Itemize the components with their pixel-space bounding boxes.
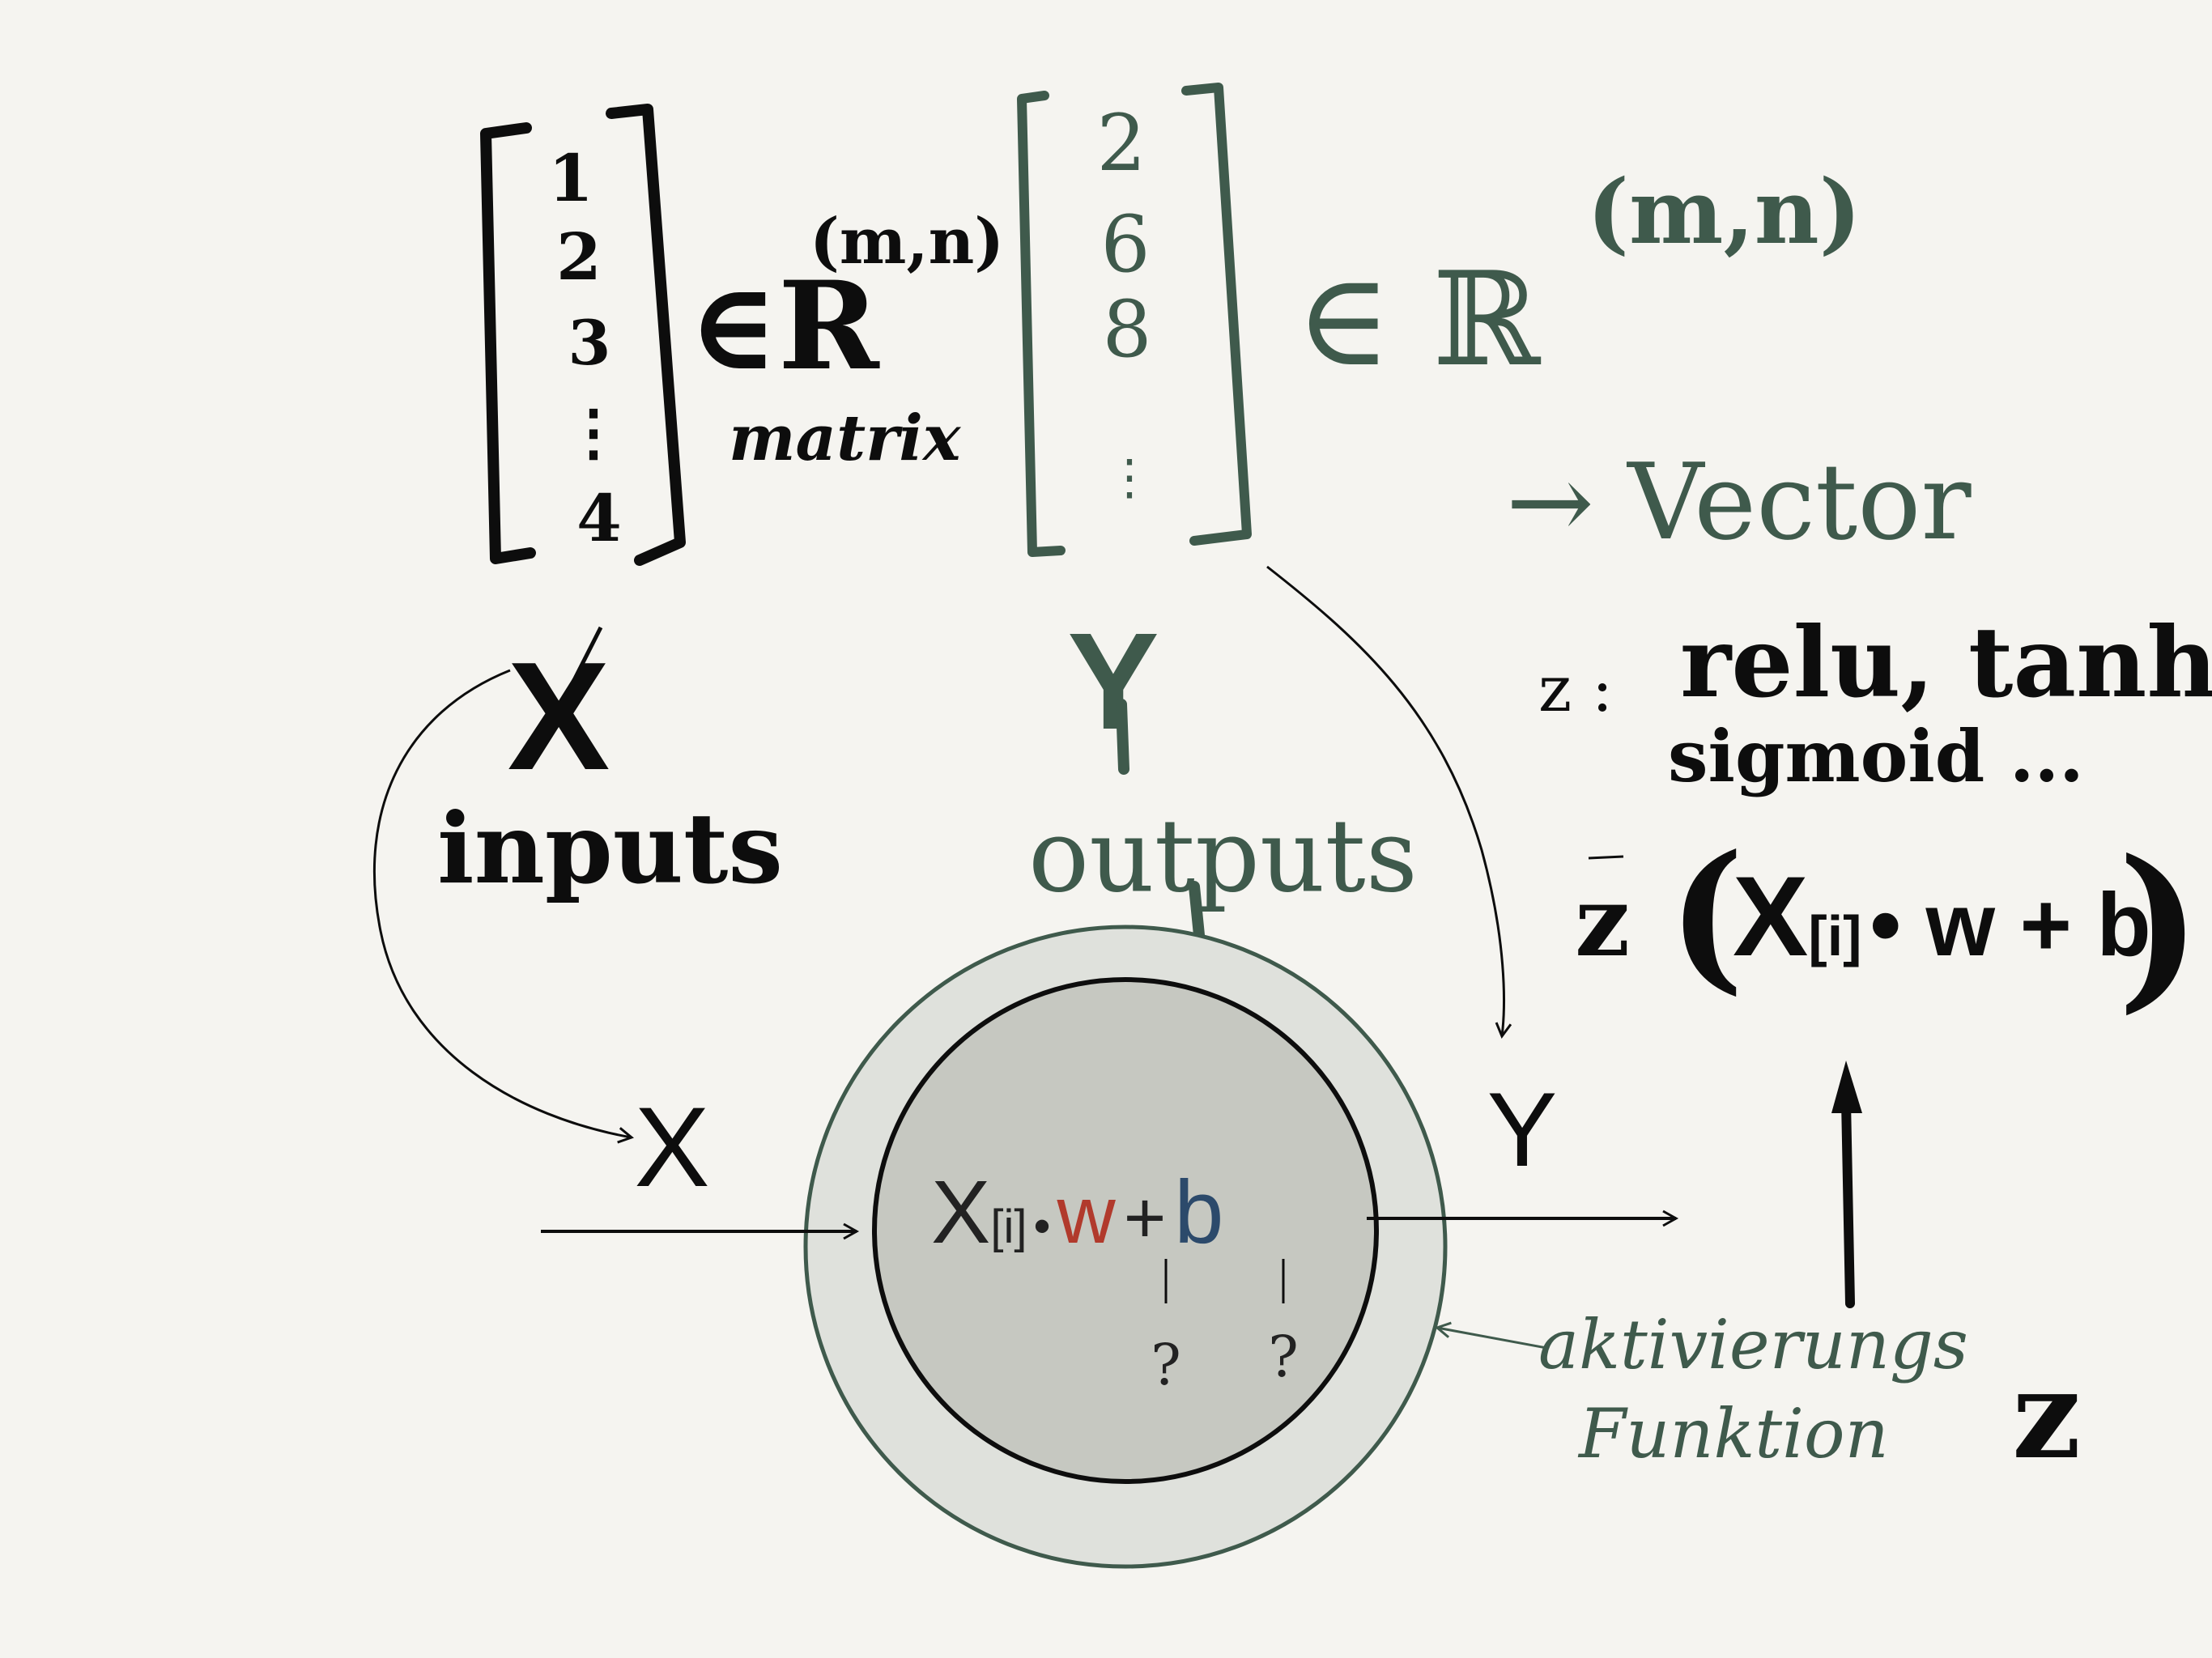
y-output-small: Y <box>1487 1070 1558 1188</box>
weight-unknown: ? <box>1151 1332 1181 1398</box>
activation-functions: z : relu, tanh, sigmoid ... <box>1538 606 2212 798</box>
formula-index: [i] <box>1808 904 1861 967</box>
formula-func-bar <box>1588 855 1624 860</box>
bias-unknown: ? <box>1268 1324 1299 1390</box>
formula-up-arrow <box>1841 1096 1855 1308</box>
x-matrix: 1 2 3 ⋮ 4 ∈R (m,n) matrix <box>480 104 1004 566</box>
inputs-label: inputs <box>437 792 783 906</box>
y-vector-entry: 8 <box>1102 284 1151 375</box>
y-vector-to-output-arrow <box>1266 565 1512 1039</box>
activation-annotation: aktivierungs Funktion z <box>1434 1305 2081 1486</box>
y-vector-entry: 2 <box>1096 98 1146 189</box>
formula-up-arrowhead <box>1831 1061 1862 1113</box>
z-symbol: z <box>2012 1344 2081 1486</box>
formula-open-paren: ( <box>1668 820 1745 1010</box>
formula-close-paren: ) <box>2117 820 2201 1030</box>
vector-label: → Vector <box>1506 440 1972 563</box>
y-outputs-symbol: Y <box>1067 605 1159 759</box>
neuron-weight: w <box>1057 1170 1117 1261</box>
activation-label-line2: Funktion <box>1577 1394 1889 1473</box>
neuron-expression: X [i] • w + b <box>931 1163 1223 1262</box>
activation-label-line1: aktivierungs <box>1538 1305 1968 1384</box>
y-vector-membership: ∈ ℝ <box>1295 244 1541 395</box>
activation-prefix: z : <box>1538 653 1613 726</box>
neuron-x: X <box>931 1163 990 1262</box>
x-matrix-superscript: (m,n) <box>810 205 1004 278</box>
x-matrix-type-label: matrix <box>729 402 962 475</box>
neuron: X [i] • w + b ? ? <box>803 925 1448 1569</box>
neuron-dot: • <box>1034 1199 1051 1253</box>
activation-pointer-arrow <box>1434 1321 1547 1350</box>
inputs-group: X inputs X <box>373 626 783 1210</box>
formula-body: X [i] • w + b <box>1733 852 2151 980</box>
x-matrix-entry: 1 <box>548 140 593 216</box>
formula-x: X <box>1733 852 1808 980</box>
y-down-stroke <box>1116 699 1129 775</box>
neuron-inner-circle <box>872 977 1379 1484</box>
formula-func: z <box>1575 865 1630 979</box>
x-inputs-symbol: X <box>508 631 610 802</box>
neuron-index: [i] <box>990 1201 1027 1253</box>
x-matrix-right-bracket <box>606 104 686 566</box>
x-matrix-entry: 3 <box>568 307 611 379</box>
x-matrix-entry: ⋮ <box>563 396 624 468</box>
y-vector-entry: 6 <box>1100 199 1150 290</box>
activation-functions-line1: relu, tanh, <box>1680 606 2212 720</box>
formula-rest: • w + b <box>1870 875 2150 975</box>
y-vector: 2 6 8 ⋮ ∈ ℝ (m,n) → Vector <box>1017 83 1972 563</box>
neuron-plus: + <box>1124 1178 1167 1259</box>
y-vector-superscript: (m,n) <box>1587 159 1861 264</box>
inputs-curved-arrow <box>373 669 635 1144</box>
x-matrix-down-stroke <box>568 626 603 688</box>
outputs-label: outputs <box>1028 797 1418 915</box>
x-matrix-entry: 2 <box>556 219 602 295</box>
y-vector-entry: ⋮ <box>1105 449 1154 506</box>
x-input-small: X <box>634 1083 709 1210</box>
x-matrix-entry: 4 <box>576 480 622 556</box>
neuron-bias: b <box>1174 1163 1223 1262</box>
activation-functions-line2: sigmoid ... <box>1668 714 2084 798</box>
activation-formula: z ( X [i] • w + b ) <box>1575 820 2201 1308</box>
x-matrix-left-bracket <box>480 122 536 564</box>
y-vector-left-bracket <box>1017 91 1066 557</box>
x-matrix-membership: ∈R <box>688 255 880 397</box>
y-vector-right-bracket <box>1181 83 1252 546</box>
